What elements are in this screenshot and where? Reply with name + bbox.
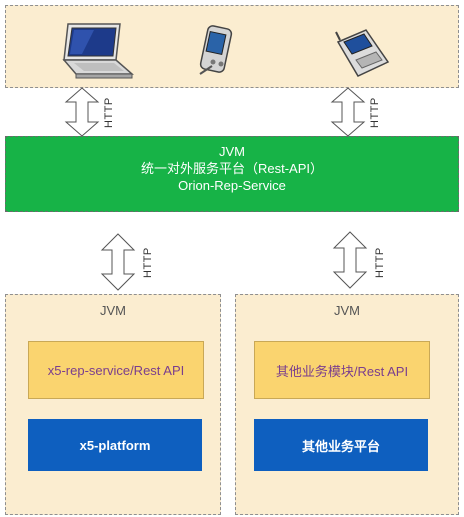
http-label: HTTP [142, 247, 154, 278]
platform-box: x5-platform [28, 419, 202, 471]
mobile-phone-icon [335, 29, 390, 77]
jvm-label: JVM [334, 303, 360, 318]
jvm-panel-right: JVM 其他业务模块/Rest API 其他业务平台 [235, 294, 459, 515]
http-label: HTTP [369, 97, 381, 128]
http-connector-top-left [64, 87, 100, 137]
pda-icon [199, 25, 233, 75]
laptop-icon [62, 23, 134, 79]
http-label: HTTP [374, 247, 386, 278]
platform-box: 其他业务平台 [254, 419, 428, 471]
service-jvm-label: JVM [219, 144, 245, 159]
service-name: Orion-Rep-Service [178, 178, 286, 193]
service-platform-bar: JVM 统一对外服务平台（Rest-API） Orion-Rep-Service [5, 136, 459, 212]
http-connector-top-right [330, 87, 366, 137]
jvm-panel-left: JVM x5-rep-service/Rest API x5-platform [5, 294, 221, 515]
rest-api-box: 其他业务模块/Rest API [254, 341, 430, 399]
http-label: HTTP [103, 97, 115, 128]
http-connector-bottom-left [100, 233, 136, 291]
jvm-label: JVM [100, 303, 126, 318]
service-title: 统一对外服务平台（Rest-API） [140, 161, 323, 176]
client-tier [5, 5, 459, 88]
rest-api-box: x5-rep-service/Rest API [28, 341, 204, 399]
http-connector-bottom-right [332, 231, 368, 289]
